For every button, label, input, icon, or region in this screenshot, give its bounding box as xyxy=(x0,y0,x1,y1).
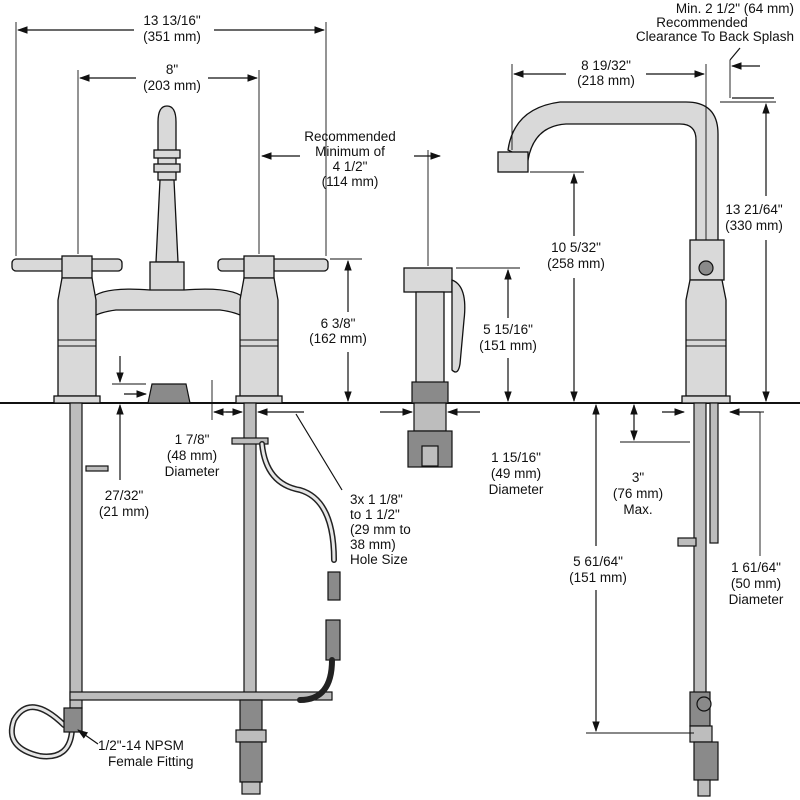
svg-text:(203 mm): (203 mm) xyxy=(143,78,201,93)
clearance-line2: Recommended xyxy=(656,15,748,30)
svg-text:6 3/8": 6 3/8" xyxy=(321,316,356,331)
max-deck-label: 3" xyxy=(632,470,645,485)
overall-width-label: 13 13/16" xyxy=(143,13,201,28)
svg-text:Female Fitting: Female Fitting xyxy=(108,754,194,769)
centers-mm: (203 mm) xyxy=(143,78,201,93)
max-deck-mm: (76 mm) xyxy=(613,486,663,501)
svg-text:5 61/64": 5 61/64" xyxy=(573,554,623,569)
dimension-labels: 13 13/16" (351 mm) 8" (203 mm) Recommend… xyxy=(98,1,794,769)
escutcheon-label: 1 7/8" xyxy=(175,432,210,447)
svg-text:Max.: Max. xyxy=(623,502,652,517)
svg-text:27/32": 27/32" xyxy=(105,488,144,503)
svg-text:(151 mm): (151 mm) xyxy=(479,338,537,353)
svg-text:(49 mm): (49 mm) xyxy=(491,466,541,481)
svg-text:(218 mm): (218 mm) xyxy=(577,73,635,88)
escutcheon-height-mm: (21 mm) xyxy=(99,504,149,519)
svg-text:Diameter: Diameter xyxy=(165,464,220,479)
svg-text:(50 mm): (50 mm) xyxy=(731,576,781,591)
svg-text:Min. 2 1/2" (64 mm): Min. 2 1/2" (64 mm) xyxy=(676,1,794,16)
svg-text:(48 mm): (48 mm) xyxy=(167,448,217,463)
hole-size-line5: Hole Size xyxy=(350,552,408,567)
svg-text:38 mm): 38 mm) xyxy=(350,537,396,552)
svg-text:3x 1 1/8": 3x 1 1/8" xyxy=(350,492,403,507)
svg-text:13 13/16": 13 13/16" xyxy=(143,13,201,28)
total-height-label: 13 21/64" xyxy=(725,202,783,217)
fitting-type: Female Fitting xyxy=(108,754,194,769)
handle-height-label: 6 3/8" xyxy=(321,316,356,331)
svg-text:(21 mm): (21 mm) xyxy=(99,504,149,519)
svg-text:Diameter: Diameter xyxy=(489,482,544,497)
below-deck-mm: (151 mm) xyxy=(569,570,627,585)
svg-text:Hole Size: Hole Size xyxy=(350,552,408,567)
svg-text:8": 8" xyxy=(166,62,179,77)
svg-text:(258 mm): (258 mm) xyxy=(547,256,605,271)
sprayer-diameter-label: 1 15/16" xyxy=(491,450,541,465)
svg-text:4 1/2": 4 1/2" xyxy=(333,159,368,174)
spout-reach-mm: (218 mm) xyxy=(577,73,635,88)
svg-text:Minimum of: Minimum of xyxy=(315,144,385,159)
total-height-mm: (330 mm) xyxy=(725,218,783,233)
base-diameter-label: 1 61/64" xyxy=(731,560,781,575)
spout-height-label: 10 5/32" xyxy=(551,240,601,255)
svg-text:8 19/32": 8 19/32" xyxy=(581,58,631,73)
svg-text:13 21/64": 13 21/64" xyxy=(725,202,783,217)
spout-height-mm: (258 mm) xyxy=(547,256,605,271)
svg-text:1 7/8": 1 7/8" xyxy=(175,432,210,447)
svg-text:Recommended: Recommended xyxy=(304,129,396,144)
svg-text:Diameter: Diameter xyxy=(729,592,784,607)
spout-reach-label: 8 19/32" xyxy=(581,58,631,73)
centers-label: 8" xyxy=(166,62,179,77)
hole-size-line1: 3x 1 1/8" xyxy=(350,492,403,507)
below-deck-label: 5 61/64" xyxy=(573,554,623,569)
overall-width-mm: (351 mm) xyxy=(143,29,201,44)
fitting-label: 1/2"-14 NPSM xyxy=(98,738,184,753)
hole-size-line4: 38 mm) xyxy=(350,537,396,552)
svg-text:1 61/64": 1 61/64" xyxy=(731,560,781,575)
svg-text:(351 mm): (351 mm) xyxy=(143,29,201,44)
escutcheon-mm: (48 mm) xyxy=(167,448,217,463)
svg-text:3": 3" xyxy=(632,470,645,485)
handle-height-mm: (162 mm) xyxy=(309,331,367,346)
dimension-lines xyxy=(15,22,776,745)
svg-text:to 1 1/2": to 1 1/2" xyxy=(350,507,400,522)
base-diameter-word: Diameter xyxy=(729,592,784,607)
svg-text:Clearance To Back Splash: Clearance To Back Splash xyxy=(636,29,794,44)
svg-text:Recommended: Recommended xyxy=(656,15,748,30)
svg-text:5 15/16": 5 15/16" xyxy=(483,322,533,337)
clearance-line1: Min. 2 1/2" (64 mm) xyxy=(676,1,794,16)
svg-text:1 15/16": 1 15/16" xyxy=(491,450,541,465)
escutcheon-diameter: Diameter xyxy=(165,464,220,479)
hole-size-line2: to 1 1/2" xyxy=(350,507,400,522)
rec-min-line1: Recommended xyxy=(304,129,396,144)
base-diameter-mm: (50 mm) xyxy=(731,576,781,591)
svg-text:(29 mm to: (29 mm to xyxy=(350,522,411,537)
sprayer-height-mm: (151 mm) xyxy=(479,338,537,353)
rec-min-line2: Minimum of xyxy=(315,144,385,159)
sprayer-diameter-mm: (49 mm) xyxy=(491,466,541,481)
svg-text:(114 mm): (114 mm) xyxy=(322,174,379,189)
faucet-side-view xyxy=(497,101,731,797)
faucet-front-view xyxy=(8,105,341,795)
sprayer-diameter-word: Diameter xyxy=(489,482,544,497)
rec-min-line3: 4 1/2" xyxy=(333,159,368,174)
svg-text:10 5/32": 10 5/32" xyxy=(551,240,601,255)
clearance-line3: Clearance To Back Splash xyxy=(636,29,794,44)
svg-text:(162 mm): (162 mm) xyxy=(309,331,367,346)
sprayer-height-label: 5 15/16" xyxy=(483,322,533,337)
max-deck-word: Max. xyxy=(623,502,652,517)
svg-text:(330 mm): (330 mm) xyxy=(725,218,783,233)
svg-text:(151 mm): (151 mm) xyxy=(569,570,627,585)
hole-size-line3: (29 mm to xyxy=(350,522,411,537)
escutcheon-height-label: 27/32" xyxy=(105,488,144,503)
rec-min-line4: (114 mm) xyxy=(322,174,379,189)
svg-text:1/2"-14 NPSM: 1/2"-14 NPSM xyxy=(98,738,184,753)
svg-text:(76 mm): (76 mm) xyxy=(613,486,663,501)
side-sprayer xyxy=(403,267,466,468)
